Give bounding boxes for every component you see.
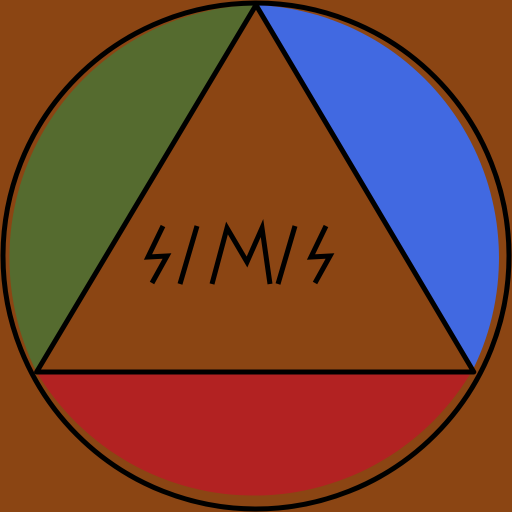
center-triangle bbox=[36, 5, 474, 372]
inscription-glyphs bbox=[143, 218, 335, 285]
inscription-glyph-slash1 bbox=[177, 225, 200, 285]
inscription-glyph-slash2 bbox=[275, 225, 298, 285]
triangle-outline bbox=[34, 2, 477, 375]
bottom-segment bbox=[36, 367, 474, 496]
inscription-glyph-s2 bbox=[306, 224, 335, 285]
inscription-glyph-m bbox=[209, 218, 273, 285]
right-segment bbox=[256, 5, 499, 368]
left-segment bbox=[9, 5, 257, 372]
inscription-glyph-s1 bbox=[143, 224, 172, 285]
